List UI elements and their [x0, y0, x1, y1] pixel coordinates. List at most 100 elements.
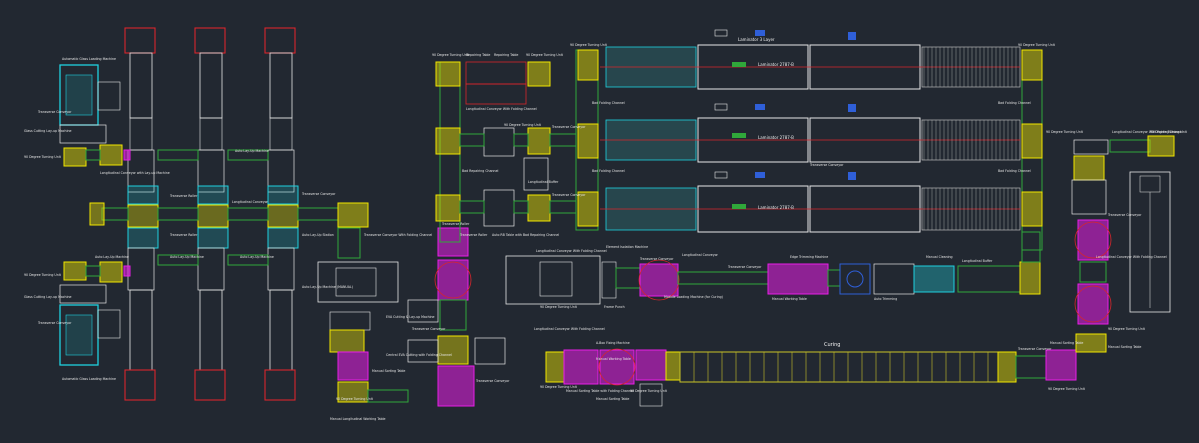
label-90-turn-right: 90 Degree Turning Unit: [1046, 130, 1084, 134]
label-central-eva: Central EVA Cutting with Folding Channel: [386, 353, 452, 357]
label-90-turn-g2: 90 Degree Turning Unit: [1108, 327, 1146, 331]
label-transverse-mid: Transverse Conveyor: [301, 192, 336, 196]
label-transverse-g: Transverse Conveyor: [1017, 347, 1052, 351]
label-transverse-lam: Transverse Conveyor: [809, 163, 844, 167]
label-90-turn-c1: 90 Degree Turning Unit: [432, 53, 470, 57]
label-transverse-left-bottom: Transverse Conveyor: [37, 321, 72, 325]
label-transverse-folding: Transverse Conveyor With Folding Channel: [363, 233, 432, 237]
label-laminator-2: Laminator 2787-B: [758, 205, 794, 210]
label-longitudinal-folding: Longitudinal Conveyor With Folding Chann…: [466, 107, 537, 111]
label-manual-sorting-g: Manual Sorting Table: [1050, 341, 1083, 345]
label-glass-loading-top: Automatic Glass Loading Machine: [62, 57, 116, 61]
layup-column-2: [194, 27, 229, 401]
left-glass-layup-block: [59, 27, 369, 401]
label-90-turn-f2: 90 Degree Turning Unit: [630, 389, 668, 393]
label-bad-repair: Bad Repairing Channel: [462, 169, 499, 173]
label-transverse-roller-d: Transverse Roller: [459, 233, 488, 237]
curing-cells: [693, 352, 989, 382]
label-glass-loading-bottom: Automatic Glass Loading Machine: [62, 377, 116, 381]
layup-column-1: [124, 27, 159, 401]
label-auto-layup-manual: Auto Lay-Up Machine (MANUAL): [302, 285, 353, 289]
label-repair-1: Repairing Table: [466, 53, 490, 57]
label-longitudinal-f: Longitudinal Conveyor With Folding Chann…: [534, 327, 605, 331]
label-manual-cleaning: Manual Cleaning: [926, 255, 953, 259]
label-90-turn-right2: 90 Degree Turning Unit: [1150, 130, 1188, 134]
label-manual-sorting-f: Manual Sorting Table with Folding Channe…: [566, 389, 634, 393]
label-longitudinal-layup: Longitudinal Conveyor with Lay-up Machin…: [100, 171, 170, 175]
label-auto-layup-4: Auto Lay-Up Machine: [235, 149, 269, 153]
label-transverse-roller-2: Transverse Roller: [169, 233, 198, 237]
bottom-processing-line: [505, 231, 1041, 305]
label-longitudinal-e: Longitudinal Conveyor: [682, 253, 719, 257]
label-longitudinal-folding-2: Longitudinal Conveyor With Folding Chann…: [536, 249, 607, 253]
label-90-turn-g: 90 Degree Turning Unit: [1048, 387, 1086, 391]
label-laminator-3: Laminator 2787-B: [758, 62, 794, 67]
label-auto-layup-3: Auto Lay-Up Machine: [240, 255, 274, 259]
label-repair-2: Repairing Table: [494, 53, 518, 57]
label-longitudinal-buffer-e: Longitudinal Buffer: [962, 259, 993, 263]
label-bad-folding-mid: Bad Folding Channel: [592, 169, 625, 173]
laminator-row-3: [600, 185, 1021, 233]
label-longitudinal-buffer: Longitudinal Buffer: [528, 180, 559, 184]
label-manual-working-b: Manual Working Table: [772, 297, 807, 301]
label-90-turn-lam1: 90 Degree Turning Unit: [570, 43, 608, 47]
label-manual-working-f: Manual Working Table: [596, 357, 631, 361]
diagram-labels: Automatic Glass Loading Machine Automati…: [24, 37, 1188, 421]
layup-column-3: [264, 27, 299, 401]
glass-loading-machine-bottom: [59, 261, 131, 366]
label-transverse-c: Transverse Conveyor: [551, 125, 586, 129]
label-frame-punch: Frame Punch: [604, 305, 625, 309]
label-90-turn-bottom-left: 90 Degree Turning Unit: [336, 397, 374, 401]
label-90-turn-bottom: 90 Degree Turning Unit: [24, 273, 62, 277]
right-column: [1071, 135, 1175, 353]
label-curing: Curing: [824, 342, 840, 348]
glass-loading-machine-top: [59, 64, 131, 167]
cooling-press-stripes: [923, 47, 1017, 230]
label-auto-trimming: Auto Trimming: [874, 297, 897, 301]
label-manual-sorting: Manual Sorting Table: [372, 369, 405, 373]
label-longitudinal-g: Longitudinal Conveyor With Folding Chann…: [1096, 255, 1167, 259]
label-longitudinal-mid: Longitudinal Conveyor: [232, 200, 269, 204]
label-transverse-b: Transverse Conveyor: [475, 379, 510, 383]
label-longitudinal-right: Longitudinal Conveyor With Folding Chann…: [1112, 130, 1183, 134]
label-transverse-roller-c: Transverse Roller: [441, 222, 470, 226]
label-eva-cutting: EVA Cutting & Lay-up Machine: [386, 315, 435, 319]
label-90-turn-lam2: 90 Degree Turning Unit: [1018, 43, 1056, 47]
label-module-loading: Module Loading Machine (for Curing): [664, 295, 723, 299]
laminator-row-1: [600, 44, 1021, 90]
label-edge-trimming: Edge Trimming Machine: [790, 255, 828, 259]
label-laminator-top: Laminator 3 Layer: [738, 37, 775, 42]
label-manual-longitudinal: Manual Longitudinal Working Table: [330, 417, 386, 421]
curing-line: [545, 348, 1077, 407]
label-auto-layup-station: Auto Lay-Up Station: [302, 233, 334, 237]
repair-area: [435, 61, 577, 243]
label-90-turn-f: 90 Degree Turning Unit: [540, 385, 578, 389]
label-laminator-1: Laminator 2787-B: [758, 135, 794, 140]
label-transverse-c2: Transverse Conveyor: [551, 193, 586, 197]
label-90-turn-c3: 90 Degree Turning Unit: [504, 123, 542, 127]
label-90-turn-e: 90 Degree Turning Unit: [540, 305, 578, 309]
label-transverse-roller: Transverse Roller: [169, 194, 198, 198]
label-bad-folding-left: Bad Folding Channel: [592, 101, 625, 105]
label-transverse-d: Transverse Conveyor: [1107, 213, 1142, 217]
label-manual-sorting-g2: Manual Sorting Table: [1108, 345, 1141, 349]
label-90-turn-top: 90 Degree Turning Unit: [24, 155, 62, 159]
label-transverse-left-top: Transverse Conveyor: [37, 110, 72, 114]
middle-eva-block: [317, 227, 506, 407]
laminator-row-2: [600, 117, 1021, 163]
label-cutting-layup-bottom: Glass Cutting Lay-up Machine: [24, 295, 71, 299]
label-transverse-e: Transverse Conveyor: [639, 257, 674, 261]
label-transverse-a: Transverse Conveyor: [411, 327, 446, 331]
label-bad-folding-mid2: Bad Folding Channel: [998, 169, 1031, 173]
label-cutting-layup-top: Glass Cutting Lay-up Machine: [24, 129, 71, 133]
label-manual-sorting-f2: Manual Sorting Table: [596, 397, 629, 401]
label-auto-layup-2: Auto Lay-Up Machine: [170, 255, 204, 259]
label-auto-layup-1: Auto Lay-Up Machine: [95, 255, 129, 259]
label-90-turn-c2: 90 Degree Turning Unit: [526, 53, 564, 57]
label-auto-rb-table: Auto RB Table with Bad Repairing Channel: [492, 233, 559, 237]
laminator-area: [575, 29, 1043, 251]
label-bad-folding-right: Bad Folding Channel: [998, 101, 1031, 105]
label-abox: A-Box Fixing Machine: [596, 341, 630, 345]
